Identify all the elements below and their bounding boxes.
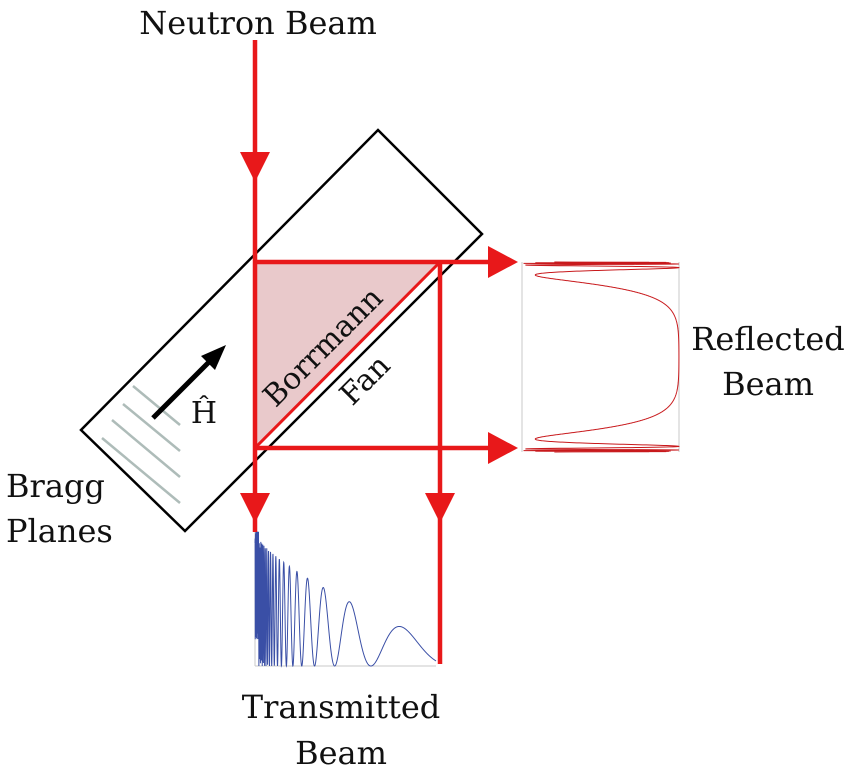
- bragg-plane-line: [101, 437, 181, 504]
- transmitted-left-arrow-icon: [240, 493, 270, 523]
- bragg-plane-line: [111, 419, 181, 478]
- reflected-label-line2: Beam: [722, 365, 814, 403]
- transmitted-profile: [254, 531, 437, 668]
- reflected-lower-arrow-icon: [488, 432, 518, 464]
- bragg-label-line2: Planes: [6, 512, 113, 550]
- beam-arrowheads: [240, 152, 518, 523]
- bragg-label-line1: Bragg: [6, 467, 105, 505]
- bragg-plane-line: [122, 403, 181, 452]
- reflected-profile-curve: [523, 261, 680, 453]
- transmitted-right-arrow-icon: [425, 493, 455, 523]
- crystal-slab: [79, 128, 484, 533]
- beam-paths: [252, 40, 498, 664]
- h-vector-label: Ĥ: [191, 395, 217, 431]
- transmitted-profile-curve: [254, 531, 437, 668]
- reflected-profile: [521, 261, 680, 453]
- transmitted-label-line2: Beam: [295, 734, 387, 772]
- reflected-upper-arrow-icon: [488, 246, 518, 278]
- transmitted-label-line1: Transmitted: [242, 688, 440, 726]
- bragg-plane-line: [132, 385, 181, 426]
- h-vector-shaft: [151, 355, 216, 420]
- bragg-planes: [101, 385, 181, 504]
- neutron-beam-label: Neutron Beam: [139, 4, 377, 42]
- incident-beam-arrow-icon: [240, 152, 270, 182]
- h-vector-arrow-icon: [201, 345, 226, 370]
- reflected-label-line1: Reflected: [691, 320, 845, 358]
- fan-hypotenuse: [253, 260, 442, 450]
- h-vector: [151, 345, 226, 420]
